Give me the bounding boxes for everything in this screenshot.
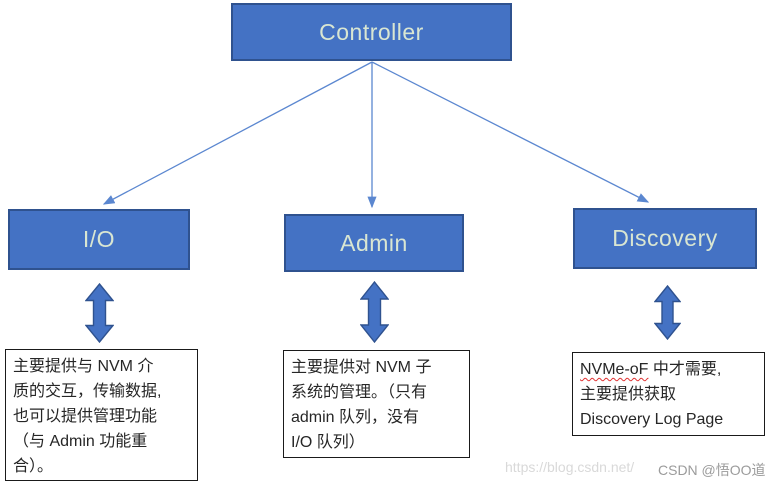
node-controller-label: Controller — [319, 18, 424, 45]
connector-controller-discovery — [371, 61, 650, 203]
description-box-io: 主要提供与 NVM 介 质的交互，传输数据, 也可以提供管理功能 （与 Admi… — [5, 349, 198, 481]
description-box-admin: 主要提供对 NVM 子 系统的管理。（只有 admin 队列，没有 I/O 队列… — [283, 350, 470, 458]
node-io-label: I/O — [82, 226, 116, 252]
node-controller: Controller — [231, 3, 512, 61]
updown-arrow-io — [85, 283, 114, 343]
node-discovery-label: Discovery — [612, 225, 718, 251]
description-io-text: 主要提供与 NVM 介 质的交互，传输数据, 也可以提供管理功能 （与 Admi… — [13, 358, 162, 475]
description-discovery-text: 中才需要, 主要提供获取 Discovery Log Page — [580, 361, 724, 428]
updown-arrow-admin — [360, 281, 389, 343]
description-admin-text: 主要提供对 NVM 子 系统的管理。（只有 admin 队列，没有 I/O 队列… — [291, 359, 432, 451]
node-admin-label: Admin — [340, 229, 408, 256]
description-discovery-spellcheck-term: NVMe-oF — [580, 361, 649, 378]
description-box-discovery: NVMe-oF 中才需要, 主要提供获取 Discovery Log Page — [572, 352, 765, 436]
watermark-url: https://blog.csdn.net/ — [505, 459, 635, 475]
node-admin: Admin — [284, 214, 464, 272]
node-discovery: Discovery — [573, 208, 757, 269]
connector-controller-io — [102, 61, 373, 205]
updown-arrow-discovery — [654, 285, 681, 340]
watermark-credit: CSDN @悟OO道 — [658, 462, 766, 478]
node-io: I/O — [8, 209, 190, 270]
